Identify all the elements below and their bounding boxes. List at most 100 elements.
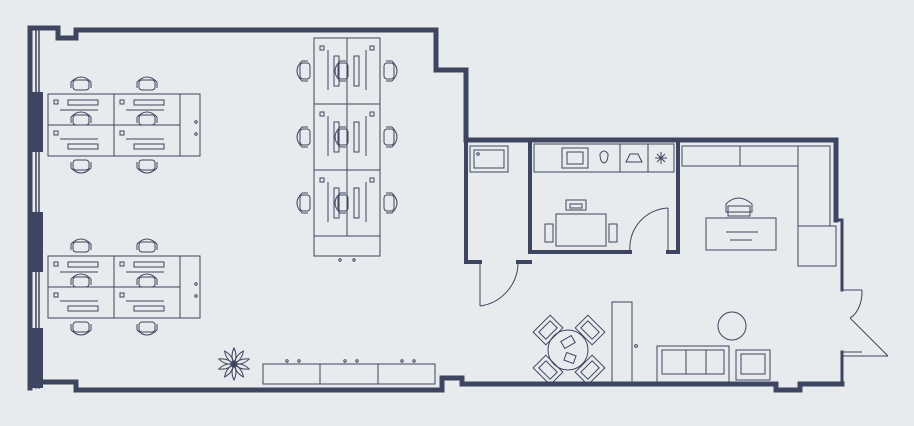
- armchair-icon: [735, 349, 771, 381]
- desk-knob: [194, 294, 198, 298]
- desk-phone: [53, 99, 59, 105]
- desk-monitor: [67, 261, 99, 268]
- kitchen-door[interactable]: [629, 207, 669, 253]
- kitchen: [533, 143, 675, 247]
- door-swing-icon: [629, 207, 669, 253]
- chair-icon: [565, 199, 587, 211]
- chair-icon: [334, 126, 349, 148]
- chair-icon: [70, 321, 92, 336]
- kitchen-sink: [561, 147, 589, 169]
- desk-clusters-center: [296, 37, 398, 262]
- cabinet-knob: [285, 359, 289, 363]
- lounge: [532, 301, 771, 386]
- chair-icon: [136, 76, 158, 91]
- desk-phone: [53, 292, 59, 298]
- kitchen-counter: [533, 143, 675, 173]
- partition-knob: [634, 344, 638, 348]
- desk-knob: [194, 282, 198, 286]
- desk-return: [313, 235, 381, 257]
- cabinet-knob: [412, 359, 416, 363]
- kitchen-table: [555, 213, 607, 247]
- cabinet-knob: [297, 359, 301, 363]
- bottom-wall: [27, 375, 845, 393]
- chair-icon: [544, 223, 618, 243]
- chair-icon: [136, 238, 158, 253]
- chair-icon: [136, 111, 158, 126]
- chair-icon: [70, 76, 92, 91]
- side-table: [717, 311, 747, 341]
- chair-icon: [574, 314, 606, 346]
- table-item: [560, 334, 576, 350]
- sink-drain: [476, 152, 480, 156]
- desk-phone: [319, 45, 325, 51]
- desk-phone: [369, 177, 375, 183]
- lounge-partition: [611, 301, 633, 383]
- door-swing-icon: [849, 289, 863, 319]
- cabinet-knob: [355, 359, 359, 363]
- chair-icon: [136, 321, 158, 336]
- chair-icon: [532, 314, 564, 346]
- desk-monitor: [353, 55, 360, 87]
- desk-monitor: [333, 55, 340, 87]
- chair-icon: [383, 192, 398, 214]
- desk-phone: [119, 261, 125, 267]
- desk-monitor: [67, 99, 99, 106]
- desk-monitor: [353, 121, 360, 153]
- chair-icon: [296, 60, 311, 82]
- left-pier-middle: [31, 212, 43, 272]
- table-item: [563, 351, 577, 365]
- chair-icon: [725, 197, 753, 217]
- chair-icon: [574, 354, 606, 386]
- office-desk: [705, 217, 777, 251]
- desk-monitor: [353, 187, 360, 219]
- chair-icon: [70, 238, 92, 253]
- storage-door[interactable]: [479, 261, 519, 307]
- desk-phone: [369, 45, 375, 51]
- left-pier-top: [31, 92, 43, 152]
- desk-phone: [319, 177, 325, 183]
- doors: [479, 207, 889, 357]
- desk-cluster: [47, 238, 201, 336]
- office-side-cabinet: [797, 225, 837, 267]
- desk-phone: [369, 111, 375, 117]
- desk-phone: [119, 292, 125, 298]
- desk-knob: [352, 258, 356, 262]
- chair-icon: [383, 126, 398, 148]
- round-table: [547, 329, 589, 371]
- desk-monitor: [333, 187, 340, 219]
- chair-icon: [70, 111, 92, 126]
- chair-icon: [334, 60, 349, 82]
- cabinet-knob: [400, 359, 404, 363]
- desk-cluster: [47, 76, 201, 174]
- sofa-icon: [656, 345, 730, 383]
- plant-leaf: [223, 350, 235, 365]
- desk-monitor: [133, 305, 165, 312]
- desk-monitor: [333, 121, 340, 153]
- chair-icon: [136, 159, 158, 174]
- entrance-door[interactable]: [842, 289, 889, 357]
- cabinet-knob: [343, 359, 347, 363]
- walls: [27, 25, 845, 393]
- private-office: [681, 145, 837, 267]
- chair-icon: [383, 60, 398, 82]
- fridge-icon: [655, 152, 667, 164]
- plant-icon: [217, 346, 251, 382]
- desk-phone: [119, 130, 125, 136]
- desk-phone: [319, 111, 325, 117]
- desk-return: [179, 255, 201, 319]
- desk-monitor: [133, 143, 165, 150]
- desk-monitor: [133, 261, 165, 268]
- chair-icon: [70, 273, 92, 288]
- desk-phone: [53, 130, 59, 136]
- cabinet-row: [262, 359, 436, 385]
- plant-center: [230, 360, 238, 368]
- desk-cluster: [296, 37, 398, 262]
- desk-phone: [53, 261, 59, 267]
- chair-icon: [334, 192, 349, 214]
- coffee-machine-icon: [625, 153, 643, 163]
- door-leaf-diagonal: [849, 317, 889, 357]
- desk-monitor: [133, 99, 165, 106]
